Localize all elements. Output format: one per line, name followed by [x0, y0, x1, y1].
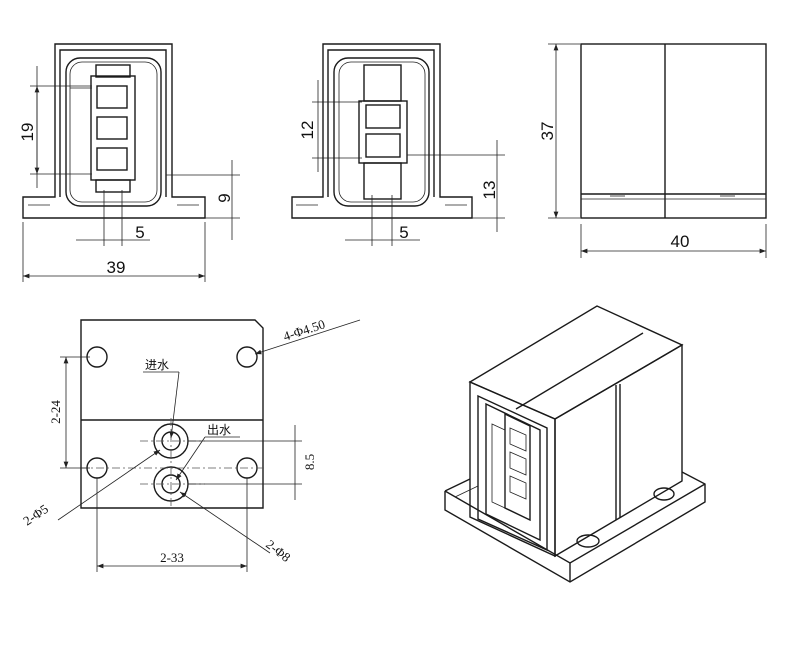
top-dim-height: 37 — [538, 122, 557, 141]
top-view: 37 40 — [538, 43, 767, 258]
small-diameter-label: 2-Φ5 — [20, 501, 51, 528]
side-view: 12 13 5 — [291, 43, 505, 246]
pitch-horizontal-label: 2-33 — [160, 550, 184, 565]
isometric-view — [444, 305, 706, 583]
top-dim-width: 40 — [671, 232, 690, 251]
front-dim-height: 19 — [18, 123, 37, 142]
holes-label: 4-Φ4.50 — [281, 316, 327, 344]
side-dim-width-small: 5 — [399, 223, 408, 242]
pitch-vertical-label: 2-24 — [48, 400, 63, 424]
front-view: 19 9 5 39 — [18, 43, 240, 282]
hole-view: 4-Φ4.50 2-24 进水 出水 8.5 2-Φ5 2-Φ8 2-33 — [20, 316, 361, 572]
front-dim-width-small: 5 — [135, 223, 144, 242]
front-dim-base: 9 — [215, 193, 234, 202]
front-dim-width: 39 — [107, 258, 126, 277]
large-diameter-label: 2-Φ8 — [263, 537, 293, 565]
side-dim-height: 12 — [298, 121, 317, 140]
inlet-label: 进水 — [145, 358, 169, 372]
outlet-label: 出水 — [207, 423, 231, 437]
port-spacing-label: 8.5 — [302, 454, 317, 470]
side-dim-base: 13 — [480, 181, 499, 200]
